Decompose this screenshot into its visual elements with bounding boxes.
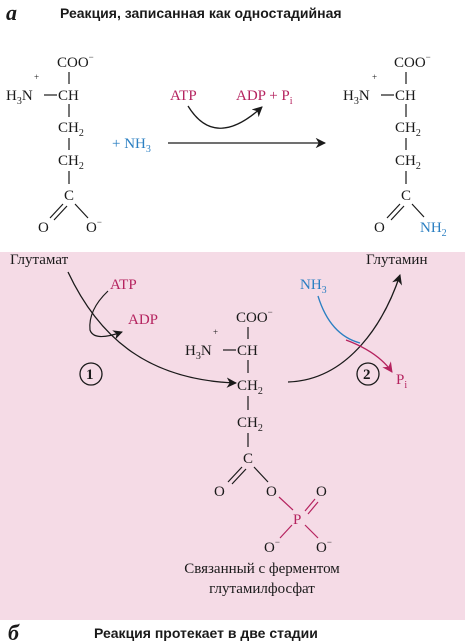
atp-label-top: ATP xyxy=(170,88,197,104)
gp-ch2-b: CH2 xyxy=(237,415,263,434)
pi-curve-step2 xyxy=(345,339,393,373)
glutamate-structure: COO− + H3N CH CH2 CH2 C O O− xyxy=(6,52,102,236)
glutamine-plus: + xyxy=(372,72,377,82)
adp-pi-label-top: ADP + Pi xyxy=(236,88,293,107)
step2-number: 2 xyxy=(363,367,371,383)
atp-adp-step1-curve xyxy=(89,290,123,340)
gp-ch: CH xyxy=(237,343,258,359)
glutamate-oxygen-2: O− xyxy=(86,217,102,236)
step2-arrow xyxy=(287,274,402,383)
phosphate-group: P O O− O− xyxy=(264,484,332,556)
intermediate-name-line1: Связанный с ферментом xyxy=(184,561,340,577)
glutamine-structure: COO− + H3N CH CH2 CH2 C O xyxy=(343,52,431,236)
glutamine-ch: CH xyxy=(395,88,416,104)
glutamine-coo: COO− xyxy=(394,52,431,71)
glutamine-oxygen: O xyxy=(374,220,385,236)
adp-label-step1: ADP xyxy=(128,312,158,328)
glutamine-amine: H3N xyxy=(343,88,370,107)
glutamine-label: Глутамин xyxy=(366,252,427,268)
phosphate-oxygen-2: O− xyxy=(316,537,332,556)
glutamine-ch2-a: CH2 xyxy=(395,120,421,139)
glutamate-carbonyl-c: C xyxy=(64,188,74,204)
nh3-label-step2: NH3 xyxy=(300,277,327,296)
step2-badge: 2 xyxy=(356,362,380,386)
glutamate-amine: H3N xyxy=(6,88,33,107)
glutamate-oxygen-1: O xyxy=(38,220,49,236)
gp-amine: H3N xyxy=(185,343,212,362)
gp-plus: + xyxy=(213,327,218,337)
glutamate-coo: COO− xyxy=(57,52,94,71)
pink-background xyxy=(0,252,465,620)
glutamine-carbonyl-c: C xyxy=(401,188,411,204)
glutamine-ch2-b: CH2 xyxy=(395,153,421,172)
gp-carbonyl-c: C xyxy=(243,451,253,467)
phosphate-oxygen-1: O xyxy=(316,484,327,500)
nh3-curve-step2 xyxy=(317,295,361,344)
gp-oxygen-bridge: O xyxy=(266,484,277,500)
glutamyl-phosphate-structure: COO− + H3N CH CH2 CH2 C O O xyxy=(185,307,277,500)
phosphorus-atom: P xyxy=(293,512,301,528)
glutamate-label: Глутамат xyxy=(10,252,69,268)
glutamate-ch2-b: CH2 xyxy=(58,153,84,172)
phosphate-oxygen-3: O− xyxy=(264,537,280,556)
gp-oxygen-carbonyl: O xyxy=(214,484,225,500)
plus-ammonia: + NH3 xyxy=(112,136,151,155)
glutamate-ch2-a: CH2 xyxy=(58,120,84,139)
gp-ch2-a: CH2 xyxy=(237,378,263,397)
panel-a-title: Реакция, записанная как одностадийная xyxy=(60,5,342,21)
intermediate-name-line2: глутамилфосфат xyxy=(209,581,315,597)
panel-b-title: Реакция протекает в две стадии xyxy=(94,625,318,641)
glutamate-plus: + xyxy=(34,72,39,82)
step1-number: 1 xyxy=(86,367,94,383)
atp-adp-curve xyxy=(187,105,263,129)
atp-label-step1: ATP xyxy=(110,277,137,293)
panel-b-letter: б xyxy=(8,620,20,644)
glutamate-ch: CH xyxy=(58,88,79,104)
step1-badge: 1 xyxy=(79,362,103,386)
glutamine-amide-nh2: NH2 xyxy=(420,220,447,239)
gp-coo: COO− xyxy=(236,307,273,326)
pi-label-step2: Pi xyxy=(396,372,407,391)
step1-arrow xyxy=(67,271,238,388)
panel-a-letter: a xyxy=(6,0,17,25)
